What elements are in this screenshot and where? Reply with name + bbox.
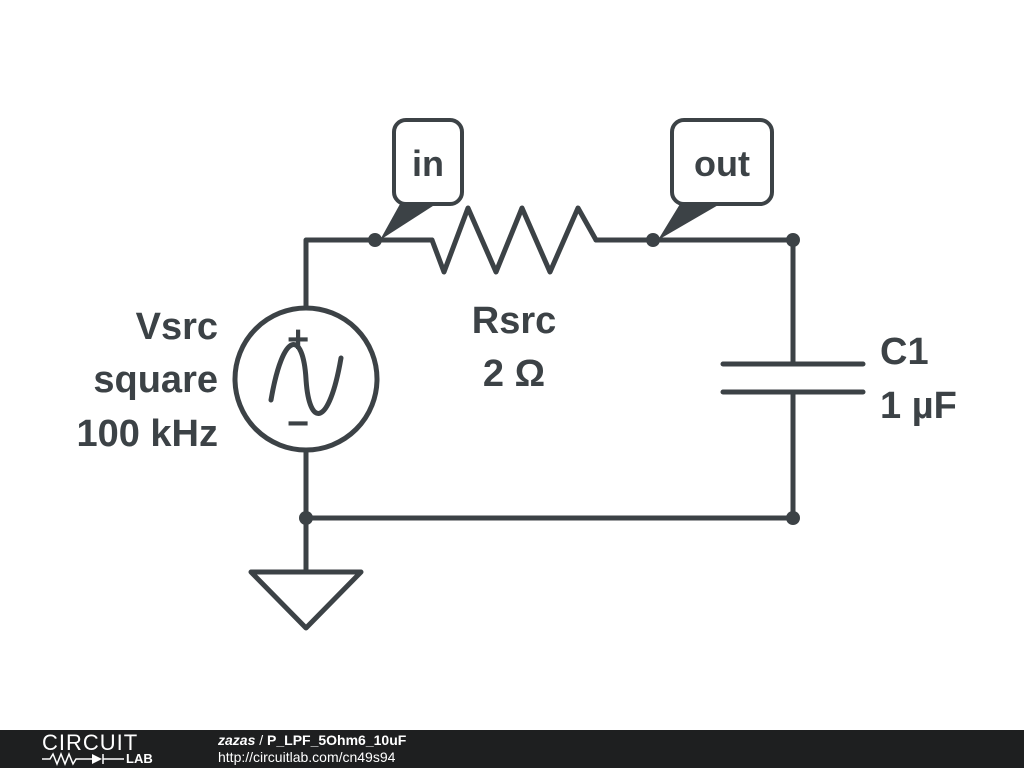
resistor-name: Rsrc bbox=[472, 300, 557, 342]
net-out-text: out bbox=[694, 143, 750, 184]
source-name: Vsrc bbox=[136, 306, 218, 348]
net-in-text: in bbox=[412, 143, 444, 184]
circuit-meta: zazas / P_LPF_5Ohm6_10uF http://circuitl… bbox=[218, 732, 406, 766]
wire-cap-bottom bbox=[303, 389, 796, 521]
capacitor-value: 1 µF bbox=[880, 385, 957, 427]
author-link[interactable]: zazas bbox=[218, 732, 256, 748]
source-waveform: square bbox=[93, 359, 218, 401]
logo-sub: LAB bbox=[126, 751, 153, 766]
net-label-out: out bbox=[658, 118, 774, 240]
wire-source-top bbox=[303, 237, 435, 311]
capacitor-symbol bbox=[720, 361, 866, 395]
title-separator: / bbox=[255, 732, 268, 748]
resistor-value: 2 Ω bbox=[483, 353, 545, 395]
voltage-source-symbol: + − bbox=[232, 305, 380, 453]
footer-bar: CIRCUIT LAB zazas / P_LPF_5Ohm6_10uF htt… bbox=[0, 730, 1024, 768]
circuitlab-logo[interactable]: CIRCUIT LAB bbox=[42, 732, 182, 766]
capacitor-label: C1 1 µF bbox=[880, 331, 957, 427]
junction-dots bbox=[299, 233, 800, 525]
wires bbox=[303, 237, 796, 575]
circuit-title-line: zazas / P_LPF_5Ohm6_10uF bbox=[218, 732, 406, 749]
circuit-schematic: + − in out Vsrc square 100 bbox=[76, 118, 957, 631]
circuit-url[interactable]: http://circuitlab.com/cn49s94 bbox=[218, 749, 396, 765]
logo-word: CIRCUIT bbox=[42, 730, 139, 755]
circuit-title[interactable]: P_LPF_5Ohm6_10uF bbox=[267, 732, 407, 748]
resistor-label: Rsrc 2 Ω bbox=[472, 300, 557, 395]
resistor-symbol bbox=[429, 205, 599, 275]
source-frequency: 100 kHz bbox=[76, 413, 218, 455]
wire-resistor-to-cap bbox=[593, 237, 796, 367]
source-label: Vsrc square 100 kHz bbox=[76, 306, 218, 455]
source-plus-sign: + bbox=[287, 319, 309, 361]
resistor-diode-icon bbox=[42, 752, 124, 766]
source-minus-sign: − bbox=[287, 403, 309, 445]
net-label-in: in bbox=[380, 118, 464, 240]
ground-symbol bbox=[248, 569, 364, 631]
capacitor-name: C1 bbox=[880, 331, 929, 373]
